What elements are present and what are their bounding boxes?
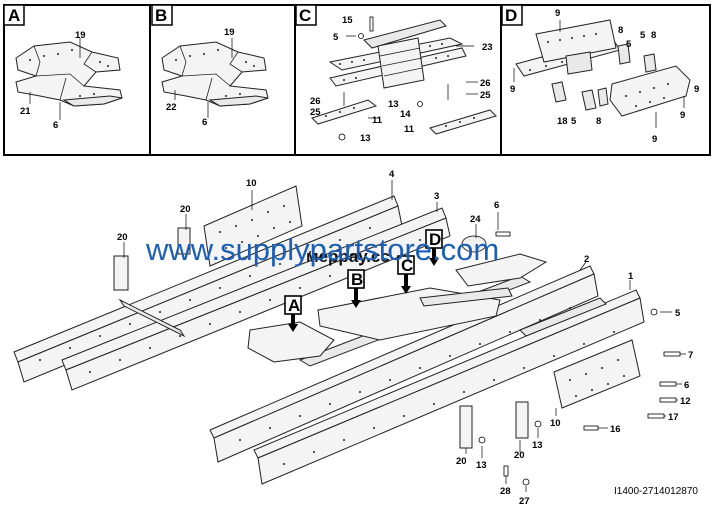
callout-label: 24 (470, 214, 481, 225)
callout-label: 2 (584, 254, 589, 265)
section-pointer-b: B (347, 269, 365, 308)
callout-label: 20 (514, 450, 525, 461)
panel-a: A 19 21 6 (3, 4, 151, 156)
callout-label: 9 (510, 84, 515, 95)
callout-label: 19 (75, 30, 86, 41)
callout-label: 22 (166, 102, 177, 113)
callout-label: 20 (180, 204, 191, 215)
panel-b-bracket-drawing (161, 41, 269, 107)
callout-label: 5 (571, 116, 577, 127)
callout-label: 9 (694, 84, 699, 95)
callout-label: 20 (456, 456, 467, 467)
callout-label: 25 (310, 107, 321, 118)
callout-label: 10 (246, 178, 257, 189)
callout-label: 18 (557, 116, 568, 127)
panel-d: D 9 8 5 5 8 9 18 5 8 9 9 9 (500, 4, 711, 156)
callout-label: 4 (389, 169, 395, 180)
callout-label: 6 (202, 117, 207, 128)
callout-label: 8 (618, 25, 623, 36)
main-frame-drawing (13, 185, 681, 486)
callout-label: 28 (500, 486, 511, 497)
panel-b: B 19 22 6 (149, 4, 296, 156)
callout-label: 5 (675, 308, 681, 319)
callout-label: 9 (555, 8, 560, 19)
panel-b-tag-label: B (155, 6, 167, 25)
drawing-code: I1400-2714012870 (614, 486, 698, 497)
callout-label: 10 (550, 418, 561, 429)
callout-label: 5 (640, 30, 646, 41)
callout-label: 27 (519, 496, 530, 505)
callout-label: 21 (20, 106, 31, 117)
callout-label: 13 (360, 133, 371, 144)
callout-label: 8 (596, 116, 601, 127)
panel-d-tag (501, 4, 523, 26)
panel-c-crossmember-drawing (311, 16, 497, 141)
callout-label: 7 (688, 350, 693, 361)
svg-text:A: A (288, 296, 300, 315)
callout-label: 25 (480, 90, 491, 101)
callout-label: 23 (482, 42, 493, 53)
callout-label: 1 (628, 271, 634, 282)
callout-label: 11 (372, 115, 383, 126)
callout-label: 14 (400, 109, 411, 120)
panel-d-bracket-drawing (515, 19, 691, 117)
callout-label: 13 (388, 99, 399, 110)
panel-c-tag-label: C (299, 6, 311, 25)
callout-label: 6 (494, 200, 499, 211)
svg-text:B: B (351, 270, 363, 289)
panel-a-tag-label: A (8, 6, 20, 25)
watermark: www.supplypartstore.com (145, 232, 499, 267)
callout-label: 11 (404, 124, 415, 135)
section-pointer-d: D (425, 229, 443, 266)
callout-label: 26 (310, 96, 321, 107)
callout-label: 13 (476, 460, 487, 471)
callout-label: 12 (680, 396, 691, 407)
panel-c: C 15 5 23 26 25 11 13 13 14 26 (294, 4, 502, 156)
panel-c-tag (295, 4, 317, 26)
callout-label: 17 (668, 412, 679, 423)
panel-a-bracket-drawing (15, 41, 123, 107)
panel-b-tag (151, 4, 173, 26)
main-leader-lines (123, 180, 686, 492)
callout-label: 9 (652, 134, 657, 145)
callout-label: 13 (532, 440, 543, 451)
callout-label: 15 (342, 15, 353, 26)
svg-text:C: C (401, 256, 413, 275)
callout-label: 8 (651, 30, 656, 41)
panel-a-tag (3, 4, 25, 26)
callout-label: 5 (333, 32, 339, 43)
callout-label: 5 (626, 39, 632, 50)
callout-label: 6 (684, 380, 689, 391)
svg-text:D: D (429, 230, 441, 249)
callout-label: 20 (117, 232, 128, 243)
callout-label: 6 (53, 120, 58, 131)
main-callouts: 10 4 3 20 20 6 24 2 1 5 7 6 12 17 16 10 … (117, 169, 693, 505)
callout-label: 19 (224, 27, 235, 38)
callout-label: 16 (610, 424, 621, 435)
section-pointer-a: A (284, 295, 302, 332)
callout-label: 3 (434, 191, 439, 202)
callout-label: 26 (480, 78, 491, 89)
callout-label: 9 (680, 110, 685, 121)
section-pointer-c: C (397, 255, 415, 294)
panel-d-tag-label: D (505, 6, 517, 25)
watermark-secondary: меррау.cc (306, 247, 390, 266)
